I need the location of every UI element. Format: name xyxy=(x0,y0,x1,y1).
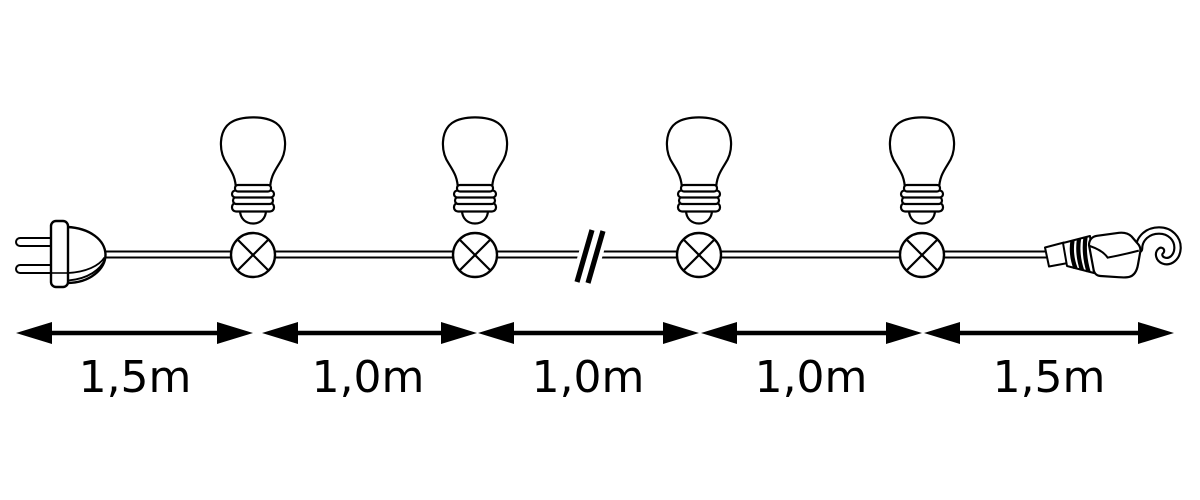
light-bulb-icon-3 xyxy=(665,116,733,225)
arrowhead-right-icon xyxy=(217,322,253,344)
arrowhead-right-icon xyxy=(663,322,699,344)
dimension-label-3: 1,0m xyxy=(532,352,645,403)
dimension-arrow-4: 1,0m xyxy=(701,322,922,403)
arrowhead-right-icon xyxy=(441,322,477,344)
light-bulb-icon-1 xyxy=(219,116,287,225)
dimension-label-5: 1,5m xyxy=(993,352,1106,403)
dimension-label-1: 1,5m xyxy=(79,352,192,403)
arrowhead-left-icon xyxy=(262,322,298,344)
lamp-socket-icon-3 xyxy=(675,231,723,279)
power-plug-icon xyxy=(15,219,107,289)
light-bulb-icon-2 xyxy=(441,116,509,225)
dimension-arrows: 1,5m 1,0m 1,0m 1,0m 1,5m xyxy=(16,322,1174,403)
arrowhead-left-icon xyxy=(478,322,514,344)
arrowhead-right-icon xyxy=(886,322,922,344)
dimension-label-2: 1,0m xyxy=(312,352,425,403)
arrowhead-right-icon xyxy=(1138,322,1174,344)
dimension-label-4: 1,0m xyxy=(755,352,868,403)
lamp-socket-icon-2 xyxy=(451,231,499,279)
dimension-arrow-5: 1,5m xyxy=(924,322,1174,403)
lamp-socket-icon-1 xyxy=(229,231,277,279)
arrowhead-left-icon xyxy=(701,322,737,344)
light-bulb-icon-4 xyxy=(888,116,956,225)
arrowhead-left-icon xyxy=(924,322,960,344)
coupler-hook-icon xyxy=(1044,226,1182,279)
arrowhead-left-icon xyxy=(16,322,52,344)
lamp-socket-icon-4 xyxy=(898,231,946,279)
dimension-arrow-3: 1,0m xyxy=(478,322,699,403)
cable-break-icon xyxy=(570,223,610,290)
dimension-arrow-1: 1,5m xyxy=(16,322,253,403)
dimension-arrow-2: 1,0m xyxy=(262,322,477,403)
